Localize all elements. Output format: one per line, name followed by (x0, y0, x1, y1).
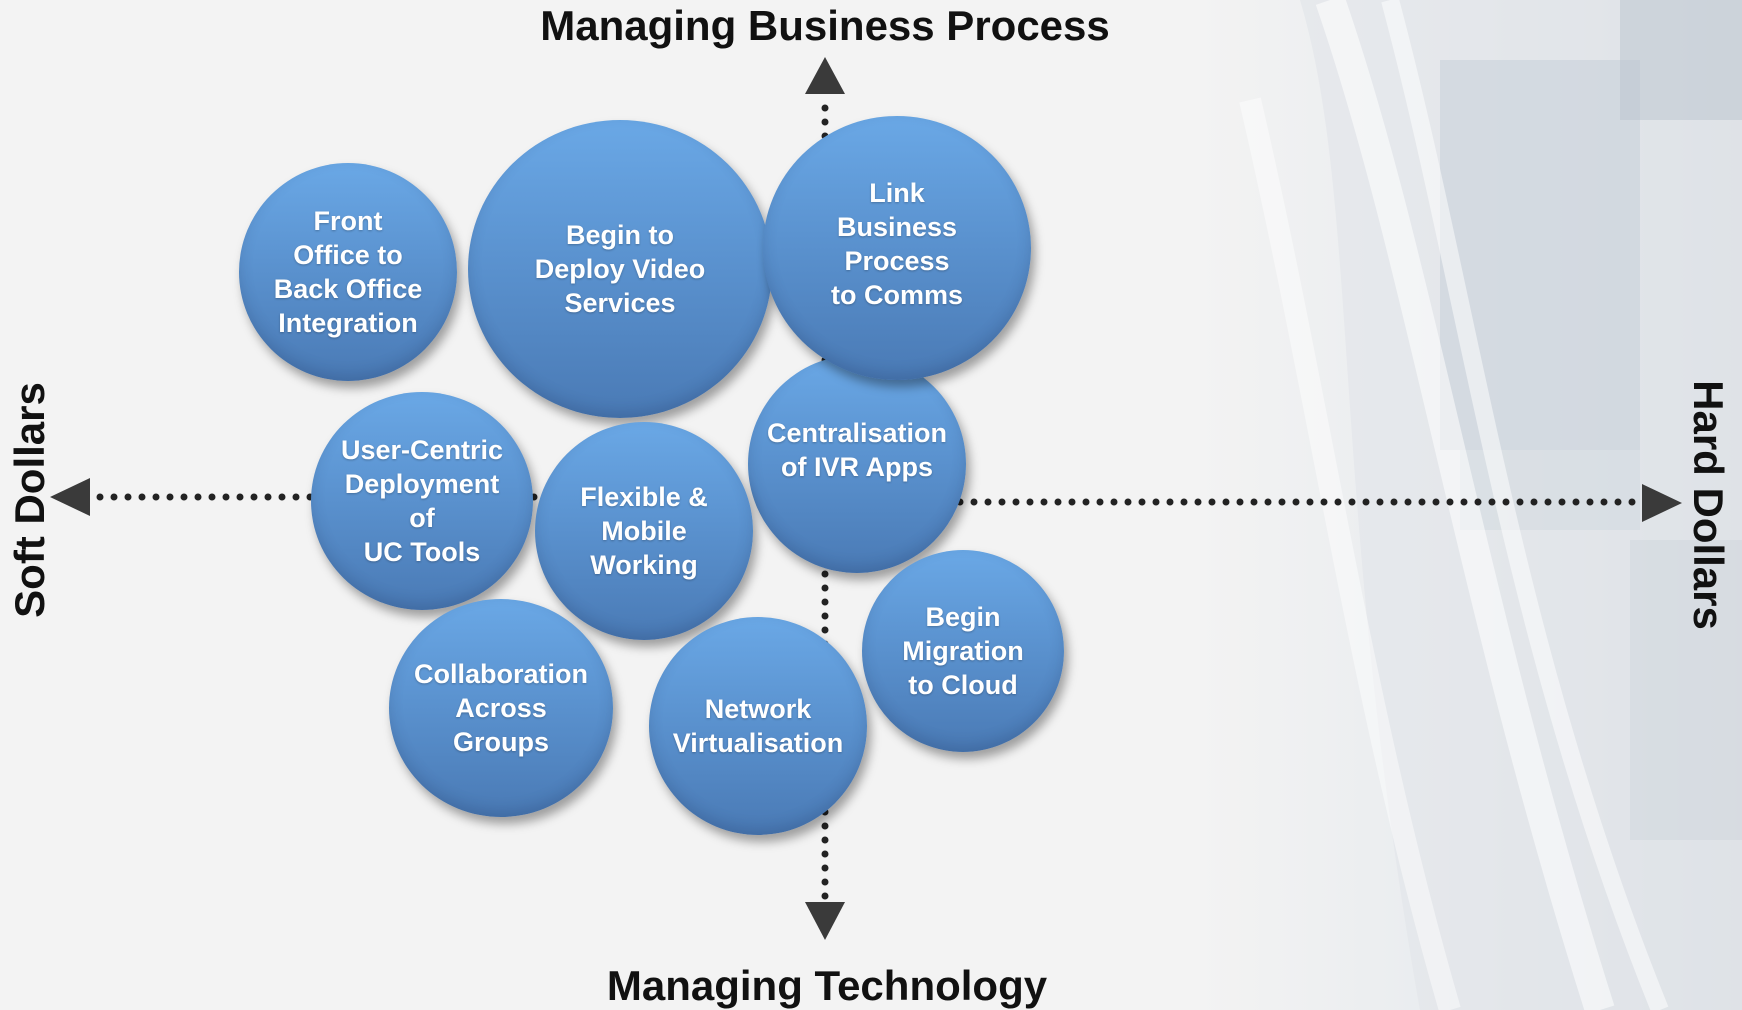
bubble-flexible-mobile: Flexible & Mobile Working (535, 422, 753, 640)
bubble-label: Flexible & Mobile Working (580, 482, 708, 580)
bubble-label: Network Virtualisation (672, 694, 844, 758)
bubble-cloud-migration: Begin Migration to Cloud (862, 550, 1064, 752)
bubble-label: Link Business Process to Comms (830, 178, 963, 310)
bubble-ivr-apps: Centralisation of IVR Apps (748, 355, 966, 573)
arrow-up-icon (805, 57, 845, 94)
axis-title-hard-dollars: Hard Dollars (1685, 380, 1732, 630)
arrow-right-icon (1642, 484, 1682, 522)
bubble-label: Collaboration Across Groups (414, 659, 588, 757)
bubble-label: User-Centric Deployment of UC Tools (340, 435, 504, 567)
bubble-label: Begin Migration to Cloud (902, 602, 1024, 700)
bubble-label: Centralisation of IVR Apps (766, 418, 948, 482)
bubble-video-services: Begin to Deploy Video Services (468, 120, 772, 418)
axis-title-soft-dollars: Soft Dollars (6, 382, 53, 618)
bubble-front-office-integration: Front Office to Back Office Integration (239, 163, 457, 381)
bubble-business-process-comms: Link Business Process to Comms (763, 116, 1031, 380)
axis-title-managing-business-process: Managing Business Process (540, 2, 1110, 49)
bubble-label: Front Office to Back Office Integration (273, 206, 423, 338)
bubble-uc-tools: User-Centric Deployment of UC Tools (311, 392, 533, 610)
bubble-label: Begin to Deploy Video Services (534, 220, 706, 318)
bubble-network-virtualisation: Network Virtualisation (649, 617, 867, 835)
axis-title-managing-technology: Managing Technology (606, 962, 1048, 1009)
arrow-left-icon (50, 478, 90, 516)
arrow-down-icon (805, 902, 845, 940)
bubble-collaboration-groups: Collaboration Across Groups (389, 599, 613, 817)
